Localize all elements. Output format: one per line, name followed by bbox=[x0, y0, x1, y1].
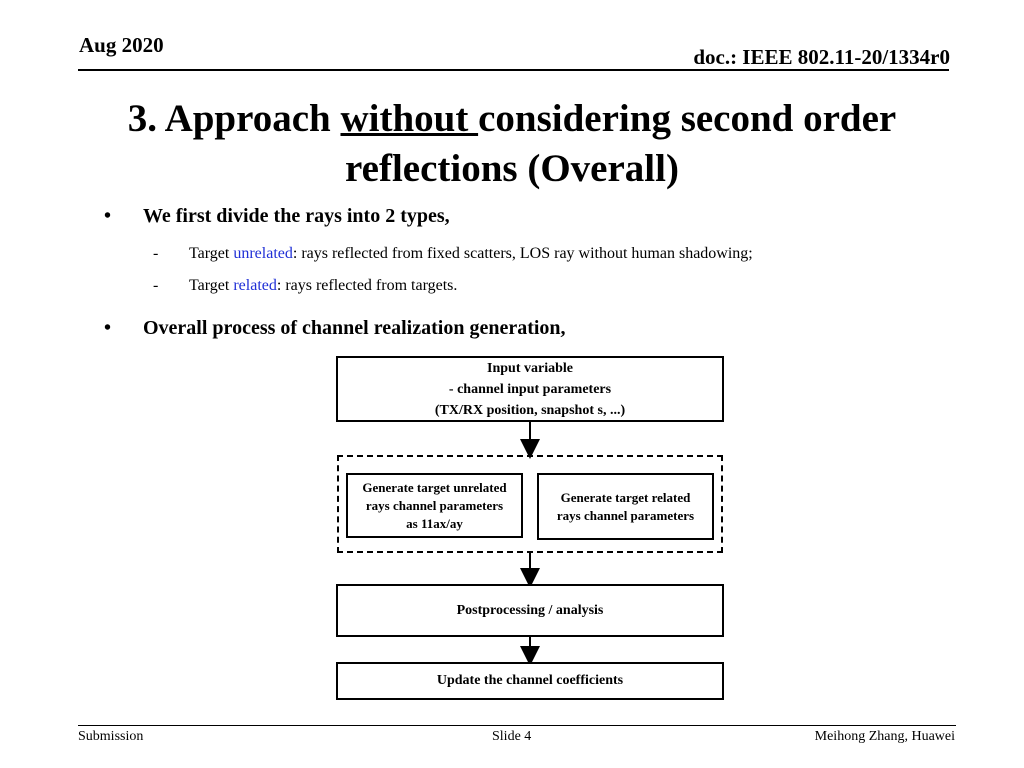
bullet-marker: • bbox=[104, 317, 112, 339]
title-underlined-word: without bbox=[340, 97, 479, 140]
title-line-1: 3. Approach without considering second o… bbox=[40, 94, 984, 144]
flow-post-label: Postprocessing / analysis bbox=[456, 602, 604, 618]
bullet-text: We first divide the rays into 2 types, bbox=[143, 205, 450, 227]
flow-unrelated-line: rays channel parameters bbox=[365, 497, 504, 513]
flow-related-box: Generate target related rays channel par… bbox=[537, 473, 714, 540]
slide-title: 3. Approach without considering second o… bbox=[40, 94, 984, 194]
footer-author: Meihong Zhang, Huawei bbox=[814, 729, 955, 744]
sub-item-text: Target related: rays reflected from targ… bbox=[189, 277, 457, 295]
flow-input-line: Input variable bbox=[487, 360, 573, 376]
sub-item-marker: - bbox=[153, 277, 159, 294]
footer-slide-number: Slide 4 bbox=[492, 729, 532, 744]
sub-item-prefix: Target bbox=[189, 245, 234, 262]
flow-related-line: Generate target related bbox=[560, 489, 691, 505]
flow-unrelated-line: Generate target unrelated bbox=[362, 479, 507, 495]
sub-item-highlight: unrelated bbox=[233, 245, 293, 262]
footer-submission: Submission bbox=[78, 729, 144, 744]
flow-unrelated-box: Generate target unrelated rays channel p… bbox=[346, 473, 523, 538]
flow-generate-group bbox=[337, 455, 723, 553]
footer-divider bbox=[78, 725, 956, 726]
header-date: Aug 2020 bbox=[79, 33, 164, 57]
title-line-2: reflections (Overall) bbox=[345, 147, 679, 190]
flow-input-line: - channel input parameters bbox=[448, 381, 612, 397]
sub-item-rest: : rays reflected from fixed scatters, LO… bbox=[292, 245, 753, 262]
flow-input-box: Input variable - channel input parameter… bbox=[336, 356, 724, 422]
flow-postprocessing-box: Postprocessing / analysis bbox=[336, 584, 724, 637]
flow-update-label: Update the channel coefficients bbox=[436, 673, 624, 688]
sub-item-highlight: related bbox=[233, 277, 277, 294]
bullet-text: Overall process of channel realization g… bbox=[143, 317, 566, 339]
flow-update-box: Update the channel coefficients bbox=[336, 662, 724, 700]
flow-related-line: rays channel parameters bbox=[556, 507, 695, 523]
title-part-1: 3. Approach bbox=[127, 97, 341, 140]
bullet-marker: • bbox=[104, 205, 112, 227]
flow-unrelated-line: as 11ax/ay bbox=[406, 515, 463, 531]
flow-input-line: (TX/RX position, snapshot s, ...) bbox=[434, 402, 626, 418]
header-divider bbox=[78, 69, 949, 71]
title-part-2: considering second order bbox=[478, 97, 897, 140]
header-doc-id: doc.: IEEE 802.11-20/1334r0 bbox=[693, 45, 950, 69]
sub-item-marker: - bbox=[153, 245, 159, 262]
sub-item-text: Target unrelated: rays reflected from fi… bbox=[189, 245, 753, 263]
sub-item-prefix: Target bbox=[189, 277, 234, 294]
sub-item-rest: : rays reflected from targets. bbox=[276, 277, 458, 294]
